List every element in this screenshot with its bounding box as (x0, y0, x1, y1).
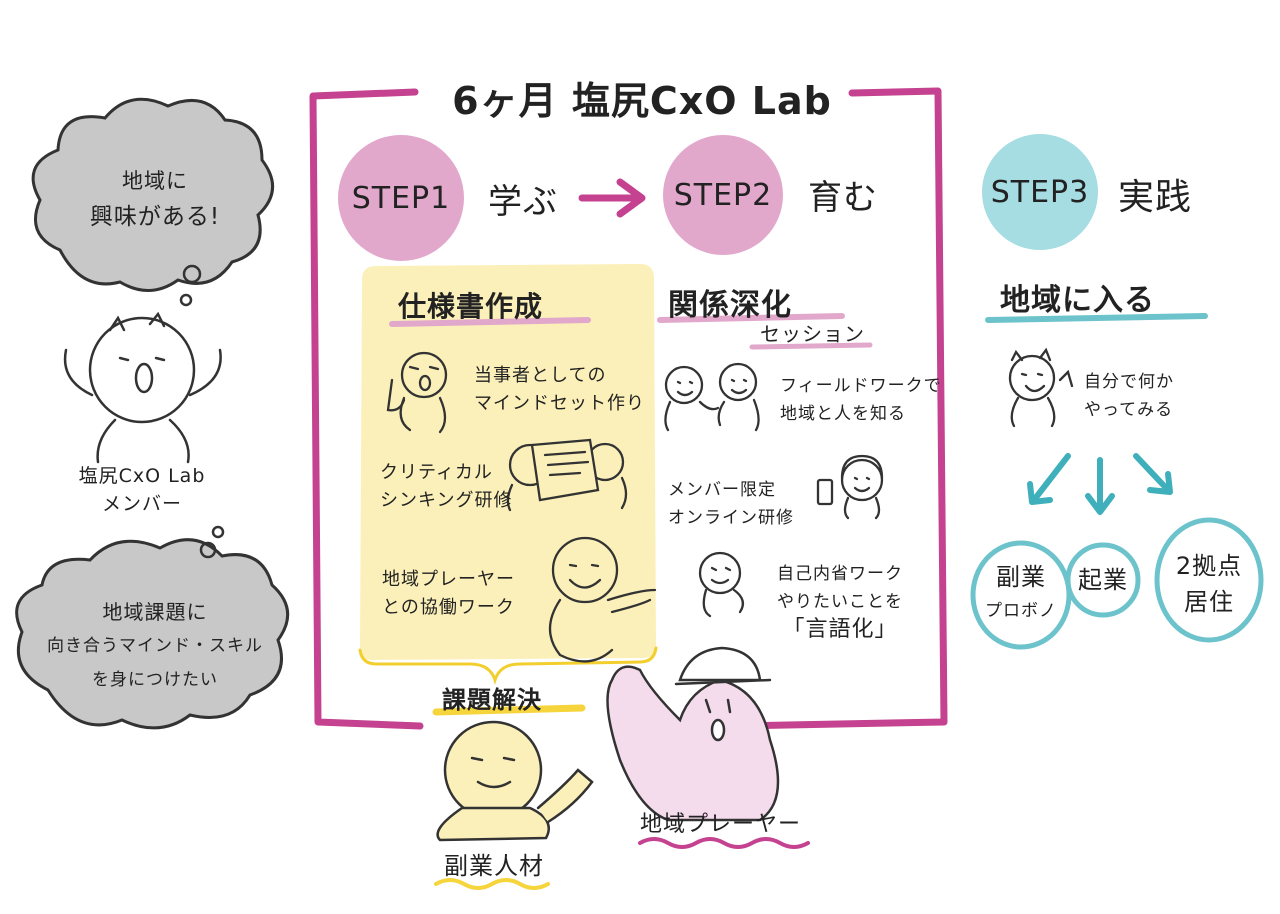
step3-item-line1: 自分で何か (1084, 372, 1174, 392)
cloud-bubble (211, 525, 225, 539)
step1-item-1-line2: マインドセット作り (474, 393, 645, 414)
cloud-top-text: 地域に 興味がある! (50, 163, 260, 235)
step2-icons (664, 362, 884, 618)
step2-title-underline (657, 313, 845, 323)
member-label-line1: 塩尻CxO Lab (78, 465, 206, 487)
step1-item-3-line1: 地域プレーヤー (382, 569, 515, 590)
step2-item-2-line1: メンバー限定 (668, 480, 776, 500)
step2-section-title: 関係深化 (668, 288, 792, 323)
cloud-bottom-line2: 向き合うマインド・スキル (47, 636, 263, 656)
step1-bracket (358, 646, 658, 686)
cloud-bubble (179, 293, 193, 307)
outcome-circle (1154, 517, 1264, 643)
step2-item-3-line1: 自己内省ワーク (777, 564, 903, 584)
outcome-side-job-line1: 副業 (996, 563, 1046, 591)
step3-title-underline (985, 313, 1208, 323)
step1-item-3-line2: との協働ワーク (382, 597, 515, 618)
issue-underline (432, 704, 586, 716)
step2-item-2-line2: オンライン研修 (668, 508, 794, 528)
step-arrow (578, 178, 646, 218)
step1-item-2: クリティカル シンキング研修 (380, 459, 512, 515)
step3-item: 自分で何か やってみる (1084, 368, 1174, 424)
step2-item-2: メンバー限定 オンライン研修 (668, 476, 794, 532)
step1-item-1-line1: 当事者としての (474, 365, 607, 386)
side-job-label: 副業人材 (444, 852, 544, 880)
step2-label: 育む (808, 178, 878, 218)
cloud-top-shape (31, 97, 275, 292)
outcome-side-job: 副業 プロボノ (973, 560, 1069, 628)
step2-section-subtitle: セッション (760, 322, 865, 346)
outcome-dual-residence: 2拠点 居住 (1157, 548, 1261, 620)
member-label-line2: メンバー (101, 493, 182, 515)
issue-label: 課題解決 (442, 686, 542, 714)
outcome-startup-line1: 起業 (1078, 566, 1128, 594)
step3-section-title: 地域に入る (1000, 283, 1155, 318)
cloud-top-line1: 地域に (122, 169, 188, 193)
step1-title-underline (389, 317, 591, 327)
outcome-circle (1065, 542, 1141, 618)
step1-label: 学ぶ (488, 182, 558, 222)
outcome-arrows (1027, 453, 1173, 515)
local-player-underline (638, 837, 810, 849)
step1-icons (386, 351, 657, 663)
cloud-bubble (182, 264, 202, 284)
step2-item-3-line2: やりたいことを (777, 592, 903, 612)
cloud-bottom-line1: 地域課題に (102, 600, 208, 624)
local-player-label: 地域プレーヤー (640, 812, 802, 837)
step1-section-title: 仕様書作成 (398, 290, 544, 323)
local-player-character (606, 646, 780, 822)
outcome-dual-residence-line2: 居住 (1184, 588, 1234, 616)
outcome-dual-residence-line1: 2拠点 (1175, 552, 1243, 580)
side-job-underline (434, 878, 550, 890)
step1-badge: STEP1 (351, 180, 451, 216)
step1-item-3: 地域プレーヤー との協働ワーク (382, 566, 515, 622)
step3-label: 実践 (1118, 177, 1193, 218)
step2-subtitle-underline (749, 342, 873, 350)
member-character (63, 311, 222, 464)
step1-item-1: 当事者としての マインドセット作り (474, 362, 645, 418)
step3-circle (982, 134, 1098, 250)
step2-item-1-line2: 地域と人を知る (780, 404, 906, 424)
cloud-bottom-text: 地域課題に 向き合うマインド・スキル を身につけたい (30, 595, 280, 697)
step3-icons (1008, 347, 1074, 428)
step2-item-3-line3: 「言語化」 (782, 617, 898, 642)
member-label: 塩尻CxO Lab メンバー (62, 462, 222, 518)
step-frame (309, 87, 948, 732)
step2-item-1-line1: フィールドワークで (780, 376, 942, 396)
step1-item-2-line2: シンキング研修 (380, 490, 513, 511)
step1-item-2-line1: クリティカル (380, 462, 493, 483)
step1-circle (338, 135, 464, 261)
cloud-bubble (199, 541, 217, 559)
step3-badge: STEP3 (990, 174, 1090, 210)
outcome-startup: 起業 (1068, 563, 1138, 597)
step2-circle (663, 135, 783, 255)
cloud-bottom-line3: を身につけたい (92, 670, 218, 690)
step2-item-1: フィールドワークで 地域と人を知る (780, 372, 942, 428)
outcome-side-job-line2: プロボノ (985, 601, 1057, 621)
cloud-top-line2: 興味がある! (89, 204, 221, 230)
step3-item-line2: やってみる (1084, 400, 1174, 420)
cloud-bottom-shape (15, 538, 290, 730)
side-job-character (436, 720, 594, 842)
step2-badge: STEP2 (673, 177, 773, 213)
step2-item-3: 自己内省ワーク やりたいことを 「言語化」 (760, 560, 920, 644)
page-title: 6ヶ月 塩尻CxO Lab (452, 79, 832, 123)
